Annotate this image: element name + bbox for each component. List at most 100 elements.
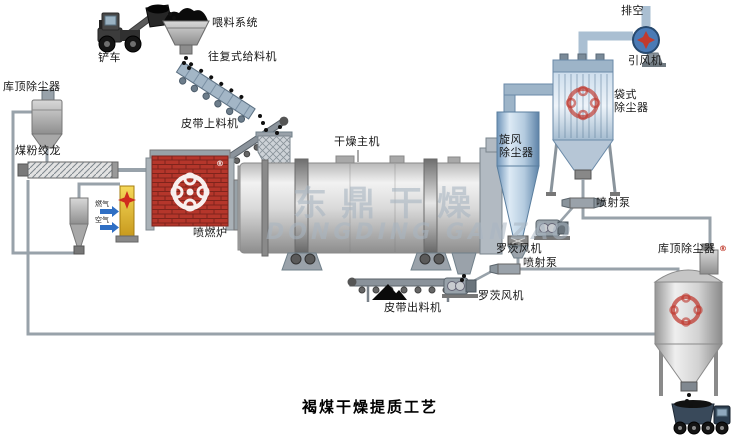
label-vent: 排空: [621, 4, 644, 17]
loader-window: [104, 15, 117, 26]
flue-ducts: [578, 6, 651, 62]
pump-diffuser: [593, 197, 605, 209]
pulse-valve: [595, 53, 605, 61]
loader-exhaust: [99, 20, 102, 29]
pulse-valve: [577, 53, 587, 61]
pipe-baghouse-jetpump-line: [581, 208, 712, 250]
watermark-english: DONGDING GANZAO: [266, 220, 575, 245]
induced-draft-fan: [632, 26, 666, 67]
label-air-inlet: 空气: [95, 216, 109, 224]
label-loader: 铲车: [98, 51, 121, 64]
collector-cone: [31, 133, 63, 149]
label-roots-blower-lower: 罗茨风机: [478, 289, 524, 302]
pipe-return-line: [26, 180, 660, 336]
valve-cross: [510, 237, 526, 245]
silo-cone: [654, 343, 723, 383]
coal-load: [674, 400, 712, 408]
loader-hub: [104, 41, 110, 47]
reciprocating-feeder: [175, 61, 256, 123]
fan-impeller-star: [637, 31, 655, 49]
loader-hub: [130, 41, 136, 47]
blower-base: [534, 236, 570, 240]
baghouse-legs: [549, 139, 617, 193]
label-roots-blower-upper: 罗茨风机: [496, 242, 542, 255]
dust-collector-left: [31, 89, 63, 149]
label-bag-collector: 袋式 除尘器: [614, 88, 649, 114]
silo-body: [654, 281, 723, 345]
truck-window: [716, 408, 728, 417]
pump-body: [569, 197, 595, 209]
auger-motor: [17, 163, 29, 177]
label-jet-pump-lower: 喷射泵: [523, 256, 558, 269]
support-roller: [290, 253, 302, 265]
separator-valve: [73, 245, 85, 255]
blower-lobe: [455, 281, 465, 291]
separator-cone: [69, 223, 89, 247]
feeder-louvers: [184, 67, 251, 116]
clean-air-plenum: [552, 59, 614, 73]
blower-motor: [465, 279, 477, 293]
label-reciprocating-feeder: 往复式给料机: [208, 50, 277, 63]
gas-arrow: [100, 206, 119, 217]
brand-ornament-red: [669, 293, 703, 327]
loader-front: [120, 30, 140, 41]
label-gas-inlet: 燃气: [95, 200, 109, 208]
pipe-separator-to-burner: [77, 182, 120, 198]
blower-lobe: [547, 223, 557, 233]
cyclone-collector: [496, 83, 559, 259]
silo-top-collector: [699, 249, 719, 275]
support-roller: [419, 253, 431, 265]
pump-nozzle: [561, 197, 571, 209]
drum-top-flange: [389, 155, 405, 164]
label-jet-pump-upper: 喷射泵: [596, 196, 631, 209]
cyclone-hopper: [507, 245, 529, 259]
leg-foot: [610, 192, 620, 196]
coal-pile: [390, 290, 407, 300]
label-dust-collector-right: 库顶除尘器: [658, 242, 716, 255]
jet-pump-upper: [561, 197, 605, 209]
cyclone-body: [496, 111, 540, 167]
blower-base: [442, 294, 478, 298]
pipe-left-collector-loop: [11, 110, 74, 255]
support-roller: [433, 253, 445, 265]
coal-in-bucket: [147, 4, 169, 14]
drum-top-flange: [447, 156, 461, 164]
hopper-spout: [179, 44, 193, 55]
combustion-furnace: [145, 149, 243, 231]
support-base: [410, 252, 452, 271]
feed-hopper: [162, 7, 210, 55]
collector-body: [31, 99, 63, 135]
truck-wheels: [673, 421, 729, 435]
auger-endcap: [111, 161, 119, 179]
pump-body: [497, 263, 521, 275]
feeder-rollers: [178, 77, 246, 123]
bag-filter: [546, 53, 620, 198]
wheel-loader: [97, 4, 173, 53]
diagram-title: 褐煤干燥提质工艺: [301, 398, 438, 416]
burner-base: [115, 235, 139, 243]
label-feeding-system: 喂料系统: [212, 16, 258, 29]
falling-material: [168, 12, 693, 408]
cyclone-elbow-duct: [503, 83, 559, 96]
drum-weld-seams: [349, 164, 396, 252]
blower-motor: [557, 221, 569, 235]
silo-valve: [680, 381, 698, 392]
label-induced-draft-fan: 引风机: [628, 54, 663, 67]
small-separator: [69, 197, 89, 255]
pump-nozzle: [489, 263, 499, 275]
pulse-valve: [559, 53, 569, 61]
drum-gear-band: [261, 159, 269, 257]
support-base: [281, 252, 323, 271]
baghouse-valve: [574, 169, 592, 180]
duct-baghouse-to-fan: [578, 31, 633, 62]
coal-auger: [17, 161, 119, 179]
discharge-belt: [347, 277, 469, 302]
label-cyclone-collector: 旋风 除尘器: [499, 133, 534, 159]
label-combustion-furnace: 喷燃炉: [193, 226, 228, 239]
pipe-cyclone-jetpump-line: [520, 267, 680, 288]
auger-screw: [28, 162, 118, 178]
drum-top-flange: [335, 155, 355, 164]
fan-base: [642, 63, 666, 67]
